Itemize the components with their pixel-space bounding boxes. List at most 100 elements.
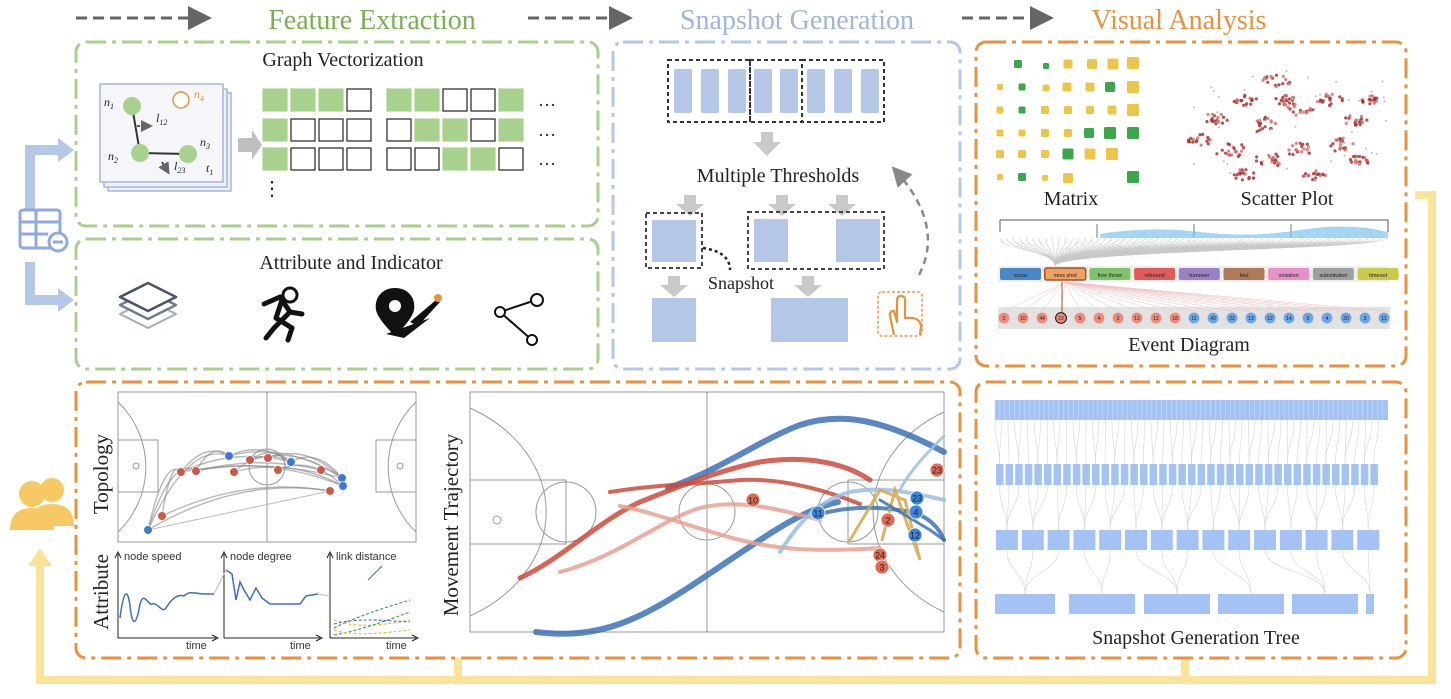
scatter-point xyxy=(1314,169,1318,173)
scatter-point xyxy=(1279,98,1283,102)
tree-link xyxy=(994,419,1000,465)
scatter-point xyxy=(1288,152,1292,156)
scatter-point xyxy=(1206,112,1210,117)
event-node-label: 23 xyxy=(1058,316,1064,322)
snapshot-block xyxy=(836,219,880,262)
scatter-point xyxy=(1291,110,1295,114)
player-node xyxy=(880,512,896,528)
tree-level-block xyxy=(1053,464,1062,485)
scatter-point xyxy=(1303,174,1307,178)
vector-cell xyxy=(290,147,316,171)
scatter-point xyxy=(1263,125,1267,129)
scatter-point xyxy=(1206,142,1210,146)
tree-level-block xyxy=(1176,530,1199,550)
tree-link xyxy=(1354,419,1360,465)
matrix-cell xyxy=(1087,59,1097,69)
scatter-point xyxy=(1274,152,1278,156)
runner-icon xyxy=(261,286,305,343)
scatter-point xyxy=(1276,163,1280,167)
event-link xyxy=(1006,237,1056,267)
player-node xyxy=(929,462,945,478)
scatter-point xyxy=(1252,171,1256,175)
topology-node xyxy=(191,466,201,476)
scatter-point xyxy=(1239,149,1244,153)
vector-cell xyxy=(262,147,288,171)
tree-level-block xyxy=(1034,464,1042,485)
node-link-icon xyxy=(494,293,544,346)
stage-title-visual: Visual Analysis xyxy=(1092,5,1267,36)
vector-cell xyxy=(498,118,524,142)
matrix-cell xyxy=(1127,171,1139,183)
event-node xyxy=(1017,312,1029,324)
tree-link xyxy=(1024,549,1059,595)
event-category-chip xyxy=(1312,268,1354,280)
scatter-point xyxy=(1277,102,1282,106)
users-icon xyxy=(10,478,74,530)
tree-level-block xyxy=(1021,530,1044,550)
speed-line xyxy=(119,591,214,623)
event-link xyxy=(1064,281,1347,312)
svg-text:n3: n3 xyxy=(200,135,210,151)
scatter-point xyxy=(1265,75,1269,79)
scatter-point xyxy=(1294,148,1298,152)
tree-link xyxy=(1248,419,1250,465)
tree-level-block xyxy=(1082,464,1090,485)
degree-line xyxy=(225,569,319,605)
tree-level-block xyxy=(1366,594,1374,614)
event-node xyxy=(1112,312,1124,324)
event-link xyxy=(1054,237,1389,267)
scatter-point xyxy=(1360,114,1364,118)
tree-link xyxy=(999,419,1002,465)
tree-link xyxy=(1143,419,1145,465)
tree-link xyxy=(1176,549,1188,595)
tree-link xyxy=(1037,419,1041,465)
vector-cell xyxy=(290,118,316,142)
matrix-cell xyxy=(1042,175,1048,181)
scatter-point xyxy=(1283,103,1287,107)
tree-link xyxy=(1133,484,1137,531)
tree-link xyxy=(1191,419,1197,465)
tree-link xyxy=(1229,419,1236,465)
matrix-cell xyxy=(1086,106,1094,114)
scatter-point xyxy=(1369,94,1373,98)
tree-link xyxy=(1046,419,1048,465)
tree-link xyxy=(1210,419,1217,465)
scatter-point xyxy=(1234,176,1238,180)
tree-level-block xyxy=(996,530,1018,550)
event-link xyxy=(1012,237,1056,267)
tree-link xyxy=(1344,419,1353,465)
scatter-point xyxy=(1288,97,1292,101)
tree-level-block xyxy=(1144,594,1210,614)
scatter-point xyxy=(1302,147,1306,151)
matrix-cell xyxy=(1063,59,1073,69)
scatter-point xyxy=(1373,96,1377,100)
event-link xyxy=(1022,281,1066,312)
scatter-point xyxy=(1348,114,1352,118)
scatter-point xyxy=(1244,168,1248,172)
scatter-point xyxy=(1212,89,1215,92)
scatter-point xyxy=(1272,156,1276,160)
stage-header-row: Feature Extraction Snapshot Generation V… xyxy=(76,5,1266,36)
topology-link xyxy=(195,465,344,487)
svg-text:n4: n4 xyxy=(194,87,204,103)
scatter-point xyxy=(1329,144,1333,148)
tree-link xyxy=(1076,484,1085,531)
event-link xyxy=(1064,281,1290,312)
tree-link xyxy=(1056,484,1059,531)
event-link xyxy=(1064,281,1138,312)
topology-node xyxy=(245,455,255,465)
tree-level-block xyxy=(1245,464,1254,485)
scatter-point xyxy=(1300,144,1304,148)
scatter-point xyxy=(1358,123,1362,127)
movement-trajectory-label: Movement Trajectory xyxy=(439,433,463,616)
scatter-point xyxy=(1307,173,1311,177)
event-category-label: turnover xyxy=(1189,273,1209,279)
scatter-point xyxy=(1347,99,1350,101)
tree-level-block xyxy=(1072,464,1081,485)
vertical-ellipsis: ⋮ xyxy=(262,178,282,200)
tree-link xyxy=(1027,419,1029,465)
tree-link xyxy=(1264,549,1326,595)
event-link xyxy=(1064,281,1195,312)
scatter-point xyxy=(1261,78,1265,82)
